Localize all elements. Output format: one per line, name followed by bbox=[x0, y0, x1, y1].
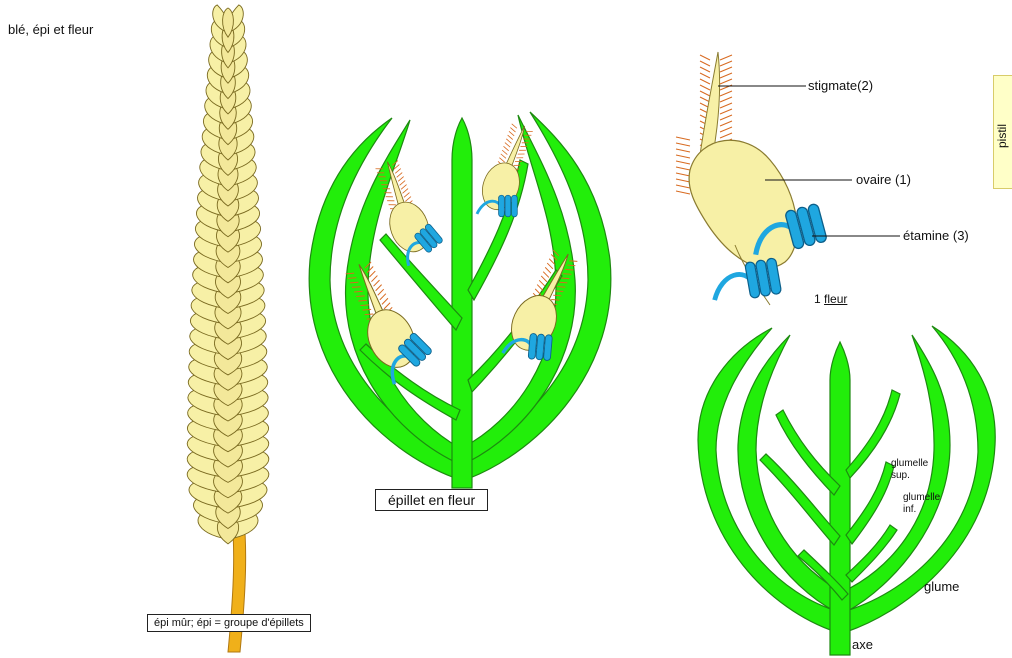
mini-stigma-hair bbox=[399, 181, 406, 186]
mini-stigma-hair bbox=[508, 131, 515, 135]
page-title: blé, épi et fleur bbox=[8, 22, 93, 38]
mini-stigma-hair bbox=[397, 177, 404, 182]
stigma-hair bbox=[720, 91, 732, 96]
stamen-cluster bbox=[709, 258, 781, 305]
stamen-anther bbox=[512, 195, 518, 217]
stigma-hair bbox=[720, 133, 732, 138]
mini-stigma-hair bbox=[381, 298, 390, 304]
axis-label: axe bbox=[852, 637, 873, 653]
stigma-hair bbox=[700, 85, 710, 90]
mini-stigma-hair bbox=[370, 276, 379, 282]
mini-stigma-hair bbox=[538, 280, 546, 286]
stigma-hair bbox=[676, 185, 690, 188]
stigma-hair bbox=[700, 91, 710, 96]
stigma-hair bbox=[720, 109, 732, 114]
ear-scales bbox=[187, 5, 269, 544]
stigma-hair bbox=[676, 167, 690, 170]
glumelle-sup-label-1: glumelle bbox=[891, 458, 928, 469]
mini-stigma-hair bbox=[503, 146, 510, 150]
mini-stigma-hair bbox=[511, 124, 518, 128]
mini-stigma-hair bbox=[510, 128, 517, 132]
mini-stigma-hair bbox=[386, 194, 393, 199]
mini-stigma-hair bbox=[500, 154, 507, 158]
mini-stigma-hair bbox=[405, 197, 412, 202]
ovary-label: ovaire (1) bbox=[856, 172, 911, 188]
mini-stigma-hair bbox=[403, 193, 410, 198]
stigma-label: stigmate(2) bbox=[808, 78, 873, 94]
struct-axis bbox=[830, 342, 850, 655]
stigma-hair bbox=[720, 97, 732, 102]
mini-stigma-hair bbox=[394, 169, 401, 174]
mini-stigma-hair bbox=[540, 276, 548, 282]
stigma-hair bbox=[676, 143, 690, 146]
stigma-hair bbox=[676, 149, 690, 152]
mini-stigma-hair bbox=[376, 289, 385, 295]
spikelet-axis bbox=[452, 118, 472, 488]
flower-caption: 1 fleur bbox=[814, 291, 847, 307]
spikelet-in-flower bbox=[309, 112, 611, 488]
stigma-hair bbox=[700, 55, 710, 60]
stigma-hair bbox=[720, 115, 732, 120]
spikelet-label: épillet en fleur bbox=[375, 489, 488, 511]
stigma-hair bbox=[720, 127, 732, 132]
glumelle-sup-label-2: sup. bbox=[891, 470, 910, 481]
flower-count: 1 bbox=[814, 292, 821, 306]
glume-label: glume bbox=[924, 579, 959, 595]
mini-stigma-hair bbox=[402, 189, 409, 194]
mini-stigma-hair bbox=[499, 158, 506, 162]
stigma-hair bbox=[720, 79, 732, 84]
ear-label: épi mûr; épi = groupe d'épillets bbox=[147, 614, 311, 632]
stigma-hair bbox=[720, 55, 732, 60]
mini-stigma-hair bbox=[379, 294, 388, 300]
stigma-hair bbox=[700, 67, 710, 72]
mini-stigma-hair bbox=[372, 280, 381, 286]
flower-word: fleur bbox=[824, 292, 847, 306]
glumelle-inf-label-2: inf. bbox=[903, 504, 916, 515]
mini-stigma-hair bbox=[505, 139, 512, 143]
ovary-body bbox=[689, 140, 797, 268]
stamen-anther bbox=[505, 195, 511, 217]
mini-stigma-hair bbox=[501, 150, 508, 154]
mini-stigma-hair bbox=[519, 148, 526, 152]
stigma-hair bbox=[700, 61, 710, 66]
stigma-hair bbox=[700, 79, 710, 84]
stigma-hair bbox=[720, 67, 732, 72]
mini-stigma-hair bbox=[383, 303, 392, 309]
mini-stigma-hair bbox=[374, 285, 383, 291]
mini-stigma-hair bbox=[542, 272, 550, 278]
mini-stigma-hair bbox=[546, 263, 554, 269]
mini-stigma-hair bbox=[504, 143, 511, 147]
stamen-anther bbox=[499, 195, 505, 217]
mini-stigma-hair bbox=[518, 152, 525, 156]
mini-stigma-hair bbox=[544, 267, 552, 273]
stigma-hair bbox=[676, 191, 690, 194]
mini-stigma-hair bbox=[396, 173, 403, 178]
glumelle-inf-label-1: glumelle bbox=[903, 492, 940, 503]
stigma-hair bbox=[720, 103, 732, 108]
stigma-hair bbox=[676, 161, 690, 164]
wheat-ear bbox=[187, 5, 269, 652]
stigma-hair bbox=[700, 73, 710, 78]
mini-stigma-hair bbox=[507, 135, 514, 139]
stigma-hair bbox=[676, 137, 690, 140]
stigma-hair bbox=[676, 179, 690, 182]
mini-stigma-hair bbox=[387, 198, 394, 203]
spikelet-structure bbox=[698, 326, 995, 655]
mini-stigma-hair bbox=[400, 185, 407, 190]
stigma-hair bbox=[676, 155, 690, 158]
stigma-hair bbox=[720, 73, 732, 78]
stigma-hair bbox=[720, 121, 732, 126]
pistil-label: pistil bbox=[995, 124, 1009, 148]
stamen-label: étamine (3) bbox=[903, 228, 969, 244]
stigma-hair bbox=[720, 61, 732, 66]
stigma-hair bbox=[676, 173, 690, 176]
